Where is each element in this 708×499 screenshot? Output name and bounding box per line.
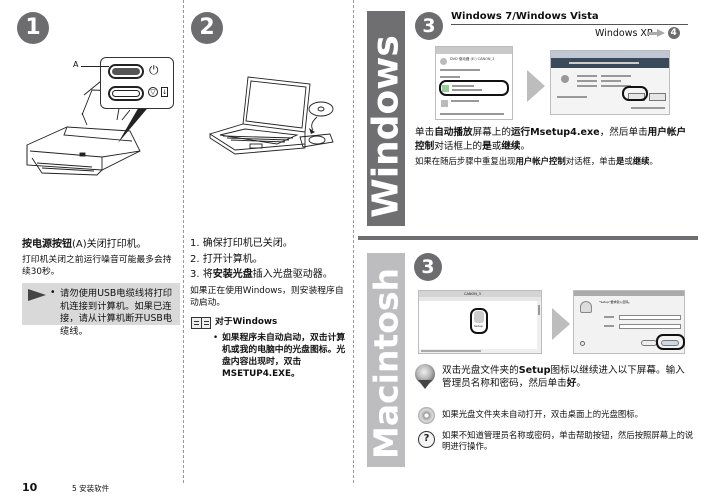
run-msetup-highlight	[439, 80, 509, 96]
arrow-right-icon	[646, 29, 665, 37]
resume-button-graphic	[108, 86, 144, 101]
mac-instruction: 双击光盘文件夹的Setup图标以继续进入以下屏幕。输入管理员名称和密码，然后单击…	[442, 365, 685, 390]
step-4-badge: 4	[667, 27, 680, 39]
callout-label-a: A	[73, 60, 79, 69]
step2-item-2: 2. 打开计算机。	[190, 253, 263, 265]
step1-instruction: 按电源按钮(A)关闭打印机。	[22, 239, 147, 250]
section-title: 5 安装软件	[72, 484, 110, 493]
help-icon[interactable]: ?	[418, 431, 435, 448]
usb-warning-note: • 请勿使用USB电缆线将打印机连接到计算机。如果已连接，请从计算机断开USB电…	[22, 283, 180, 337]
windows-instruction: 单击自动播放屏幕上的运行Msetup4.exe，然后单击用户帐户控制对话框上的是…	[415, 127, 687, 152]
step2-item-3: 3. 将安装光盘插入光盘驱动器。	[190, 269, 333, 280]
power-button-graphic	[108, 64, 144, 79]
windows-heading: Windows 7/Windows Vista	[451, 11, 599, 22]
heading-underline	[451, 24, 688, 25]
windows-repeat-note: 如果在随后步骤中重复出现用户帐户控制对话框，单击是或继续。	[415, 156, 658, 166]
windows-note-heading: 对于Windows	[215, 317, 278, 327]
book-icon	[191, 317, 211, 329]
auth-dialog-screenshot: "Setup"要求键入密码。	[573, 290, 685, 354]
setup-icon-highlight	[470, 308, 488, 334]
step2-list: 1. 确保打印机已关闭。 2. 打开计算机。 3. 将安装光盘插入光盘驱动器。	[190, 236, 333, 283]
paper-icon: ↓	[161, 87, 168, 97]
control-panel-inset: ⏻ ▽ ↓	[100, 57, 174, 109]
uac-screenshot	[550, 50, 670, 115]
section-divider	[358, 236, 698, 240]
windows-xp-link[interactable]: Windows XP 4	[595, 27, 680, 39]
power-icon: ⏻	[149, 63, 159, 77]
step2-item-1: 1. 确保打印机已关闭。	[190, 238, 293, 249]
step1-detail: 打印机关闭之前运行噪音可能最多会持续30秒。	[22, 255, 172, 277]
macintosh-side-label: Macintosh	[367, 253, 405, 467]
finder-screenshot: CANON_3 Setup	[418, 290, 542, 354]
windows-note-text: 如果程序未自动启动，双击计算机或我的电脑中的光盘图标。光盘内容出现时，双击MSE…	[222, 333, 346, 379]
yes-button-highlight	[622, 86, 648, 101]
laptop-cd-illustration	[205, 72, 335, 162]
column-divider-1	[183, 0, 184, 483]
step-1-badge: 1	[17, 12, 49, 44]
mac-cd-icon	[415, 364, 435, 384]
lock-icon	[580, 301, 592, 313]
windows-side-label: Windows	[367, 11, 405, 226]
mac-help-note: 如果不知道管理员名称或密码，单击帮助按钮，然后按照屏幕上的说明进行操作。	[442, 430, 694, 452]
mac-next-arrow-icon	[552, 308, 570, 340]
autoplay-screenshot: DVD 驱动器 (E:) CANON_3	[435, 46, 513, 120]
auto-start-text: 如果正在使用Windows，则安装程序自动启动。	[190, 286, 344, 308]
warning-arrow-icon	[28, 289, 46, 301]
disc-icon	[418, 407, 435, 424]
page-number: 10	[22, 481, 38, 494]
windows-note-bullet: •	[213, 333, 219, 343]
mac-step-3-badge: 3	[414, 253, 442, 281]
next-arrow-icon	[527, 70, 545, 102]
windows-step-3-badge: 3	[415, 12, 443, 40]
callout-line	[81, 66, 109, 67]
stop-icon: ▽	[148, 87, 158, 97]
column-divider-2	[353, 0, 354, 483]
mac-disc-note: 如果光盘文件夹未自动打开，双击桌面上的光盘图标。	[442, 409, 643, 419]
mac-cd-arrow	[418, 380, 432, 389]
ok-button-highlight	[656, 334, 685, 350]
step-2-badge: 2	[191, 12, 223, 44]
